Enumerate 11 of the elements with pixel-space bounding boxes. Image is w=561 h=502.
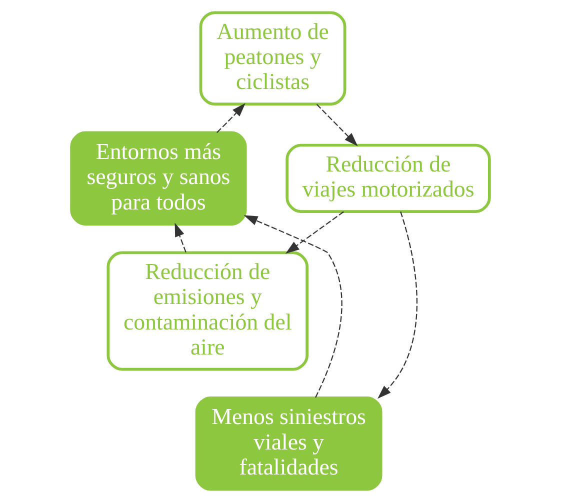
arrow: [316, 104, 358, 146]
node-box: Reducción de viajes motorizados: [286, 144, 491, 213]
arrow: [174, 222, 186, 252]
arrow: [216, 103, 246, 133]
node-box: Menos siniestros viales y fatalidades: [195, 396, 382, 491]
node-box: Reducción de emisiones y contaminación del aire: [106, 251, 308, 371]
node-box: Entornos más seguros y sanos para todos: [70, 131, 247, 226]
arrow: [378, 211, 418, 399]
node-box: Aumento de peatones y ciclistas: [199, 11, 346, 106]
arrow: [244, 215, 342, 398]
arrow: [286, 211, 344, 254]
